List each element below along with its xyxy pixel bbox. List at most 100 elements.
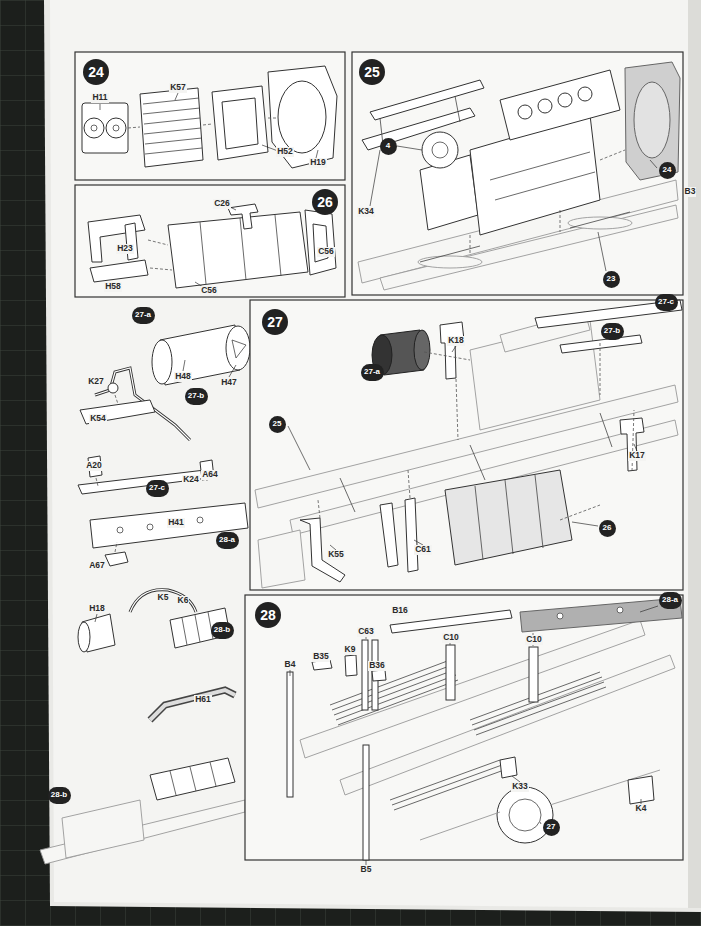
radiator-part bbox=[140, 88, 203, 167]
step-panel-24 bbox=[75, 52, 345, 180]
axle-differential bbox=[420, 757, 660, 843]
part-number: C10 bbox=[525, 635, 543, 644]
part-number: A67 bbox=[88, 561, 106, 570]
bracket-part bbox=[90, 260, 148, 282]
fuel-tank-part bbox=[168, 212, 308, 288]
badge-text: 25 bbox=[273, 420, 282, 428]
sub-assembly-28-b bbox=[78, 622, 90, 652]
paper-sheet bbox=[688, 0, 701, 908]
engine-assembly bbox=[500, 70, 620, 140]
step-panel-28 bbox=[290, 606, 658, 865]
sub-assembly-28-b bbox=[130, 590, 196, 612]
chassis-frame bbox=[568, 217, 632, 229]
paper-sheet bbox=[44, 0, 701, 912]
sub-assembly-28-b bbox=[170, 762, 216, 795]
bracket-part bbox=[125, 223, 138, 260]
step-panel-28 bbox=[245, 595, 683, 865]
radiator-part bbox=[143, 98, 202, 154]
part-number: H23 bbox=[116, 244, 134, 253]
part-number: H11 bbox=[91, 93, 108, 102]
part-number: C10 bbox=[442, 633, 460, 642]
fan-part bbox=[113, 125, 119, 131]
part-number: K33 bbox=[511, 782, 529, 791]
step-panel-27 bbox=[288, 346, 637, 550]
rod-part bbox=[345, 655, 357, 676]
callout-badge: 27-b bbox=[601, 323, 624, 340]
sub-assembly-27-a bbox=[152, 340, 172, 384]
fuel-tank-part bbox=[228, 204, 258, 229]
step-panel-25 bbox=[470, 150, 625, 255]
part-number: K18 bbox=[447, 336, 465, 345]
sub-assembly-28-b bbox=[40, 590, 245, 864]
bracket-part bbox=[380, 503, 398, 567]
sub-assembly-28-a bbox=[90, 503, 248, 566]
fan-part bbox=[91, 125, 97, 131]
sub-assembly-28-a bbox=[197, 517, 203, 523]
shroud-part bbox=[212, 86, 268, 160]
engine-assembly bbox=[420, 70, 620, 235]
part-number: B4 bbox=[284, 660, 297, 669]
rod-part bbox=[372, 670, 386, 681]
ring-part bbox=[268, 66, 337, 168]
fan-part bbox=[84, 118, 104, 138]
part-number: C26 bbox=[213, 199, 231, 208]
leaf-spring bbox=[390, 760, 504, 810]
callout-badge: 27-c bbox=[146, 480, 169, 497]
part-number: A64 bbox=[201, 470, 219, 479]
step-panel-24 bbox=[75, 52, 345, 180]
part-number: H41 bbox=[167, 518, 185, 527]
fuel-tank-part bbox=[475, 475, 543, 560]
part-number: A20 bbox=[85, 461, 103, 470]
air-filter-part bbox=[414, 330, 430, 370]
step-number: 28 bbox=[255, 602, 281, 628]
bracket-part bbox=[405, 498, 418, 572]
sub-assembly-28-b bbox=[150, 690, 235, 720]
sub-assembly-28-a bbox=[105, 552, 128, 566]
sub-assembly-27-a bbox=[152, 325, 250, 385]
crossbar-part bbox=[560, 335, 642, 353]
badge-text: 27-b bbox=[604, 327, 620, 335]
engine-assembly bbox=[578, 87, 592, 101]
part-number: K34 bbox=[357, 207, 375, 216]
sub-assembly-28-b bbox=[130, 590, 196, 612]
engine-assembly bbox=[422, 132, 458, 168]
radiator-assembly bbox=[625, 62, 680, 180]
badge-text: 26 bbox=[317, 195, 333, 209]
part-number: K57 bbox=[169, 83, 187, 92]
callout-badge: 27-a bbox=[132, 307, 155, 324]
radiator-assembly bbox=[625, 62, 680, 180]
badge-text: 27 bbox=[547, 823, 556, 831]
step-panel-26 bbox=[75, 185, 345, 297]
part-number: K27 bbox=[87, 377, 105, 386]
badge-text: 28-b bbox=[51, 791, 67, 799]
chassis-frame bbox=[617, 607, 623, 613]
callout-badge: 25 bbox=[269, 416, 286, 433]
sub-assembly-27-a bbox=[232, 340, 246, 358]
engine-assembly bbox=[432, 142, 448, 158]
sub-assembly-27-b bbox=[115, 395, 118, 404]
part-number: K17 bbox=[628, 451, 646, 460]
shroud-part bbox=[222, 98, 258, 149]
fuel-tank-part bbox=[168, 204, 336, 288]
step-panel-27 bbox=[250, 300, 683, 590]
sub-assembly-28-a bbox=[115, 542, 117, 552]
part-number: K5 bbox=[157, 593, 170, 602]
sub-assembly-28-b bbox=[150, 758, 235, 800]
callout-badge: 24 bbox=[659, 162, 676, 179]
step-number: 24 bbox=[83, 59, 109, 85]
ring-part bbox=[268, 66, 337, 168]
step-panel-24 bbox=[100, 93, 318, 158]
sub-assembly-27-b bbox=[80, 400, 155, 424]
chassis-frame bbox=[557, 613, 563, 619]
badge-text: 24 bbox=[663, 166, 672, 174]
sub-assembly-28-b bbox=[62, 800, 144, 858]
step-panel-26 bbox=[195, 207, 236, 287]
callout-badge: 28-a bbox=[659, 592, 682, 609]
callout-badge: 27-b bbox=[185, 388, 208, 405]
